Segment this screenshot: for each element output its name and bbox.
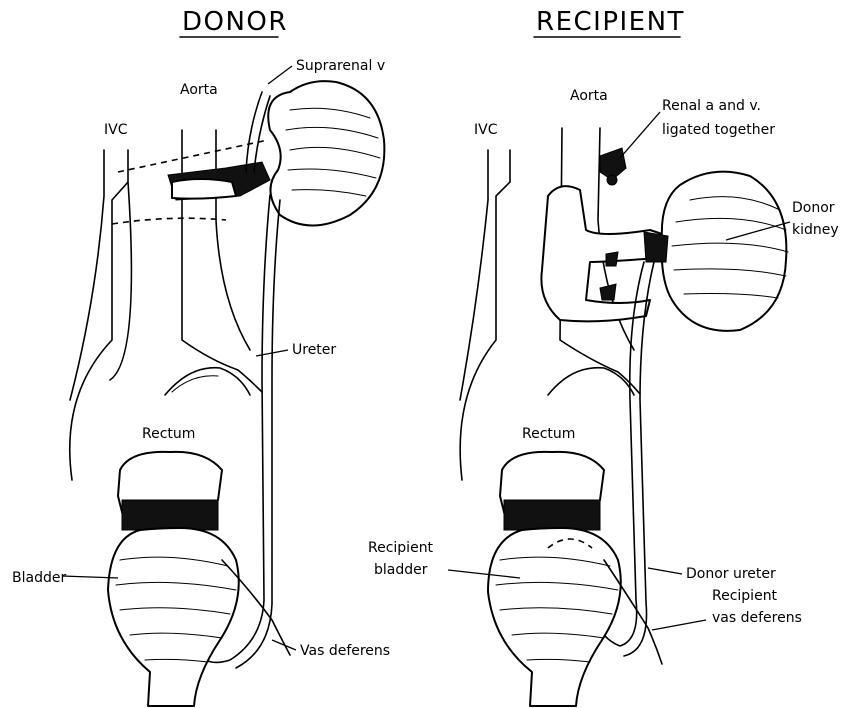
recipient-renal-av-leader (620, 112, 660, 158)
donor-aorta-arch (165, 368, 250, 395)
recipient-label-donor-kidney-1: Donor (792, 200, 835, 216)
donor-vas-leader (272, 640, 296, 650)
recipient-ivc-outline (460, 150, 510, 480)
donor-label-ureter: Ureter (292, 342, 336, 358)
recipient-vas-leader (652, 620, 706, 630)
recipient-label-donor-ureter: Donor ureter (686, 566, 776, 582)
recipient-aorta-arch (548, 368, 634, 395)
recipient-label-vas-2: vas deferens (712, 610, 802, 626)
donor-ivc-outline (70, 150, 132, 480)
recipient-label-ivc: IVC (474, 122, 498, 138)
recipient-label-aorta: Aorta (570, 88, 608, 104)
recipient-label-bladder-2: bladder (374, 562, 428, 578)
donor-label-bladder: Bladder (12, 570, 66, 586)
recipient-label-donor-kidney-2: kidney (792, 222, 839, 238)
donor-label-vas-deferens: Vas deferens (300, 643, 390, 659)
donor-title: DONOR (182, 7, 288, 37)
donor-suprarenal-leader (268, 66, 292, 84)
donor-label-suprarenal: Suprarenal v (296, 58, 385, 74)
donor-label-aorta: Aorta (180, 82, 218, 98)
recipient-label-rectum: Rectum (522, 426, 575, 442)
donor-cut-line-lower (112, 218, 226, 224)
recipient-title: RECIPIENT (536, 7, 685, 37)
donor-label-ivc: IVC (104, 122, 128, 138)
recipient-kidney-hilum (644, 232, 668, 262)
recipient-donor-kidney (662, 172, 787, 331)
recipient-left-wall (460, 150, 488, 400)
recipient-label-vas-1: Recipient (712, 588, 778, 604)
recipient-label-bladder-1: Recipient (368, 540, 434, 556)
recipient-panel: RECIPIENT (368, 7, 839, 706)
donor-bladder (108, 528, 239, 706)
recipient-bladder (488, 528, 621, 706)
recipient-label-renal-av-1: Renal a and v. (662, 98, 761, 114)
donor-rectum-dark (122, 500, 218, 530)
recipient-donor-ureter-leader (648, 568, 682, 574)
recipient-label-renal-av-2: ligated together (662, 122, 775, 138)
donor-suprarenal-vein (246, 92, 270, 172)
donor-left-wall (70, 150, 104, 400)
donor-label-rectum: Rectum (142, 426, 195, 442)
donor-panel: DONOR (12, 7, 390, 706)
recipient-rectum-dark (504, 500, 600, 530)
donor-kidney (268, 81, 384, 225)
